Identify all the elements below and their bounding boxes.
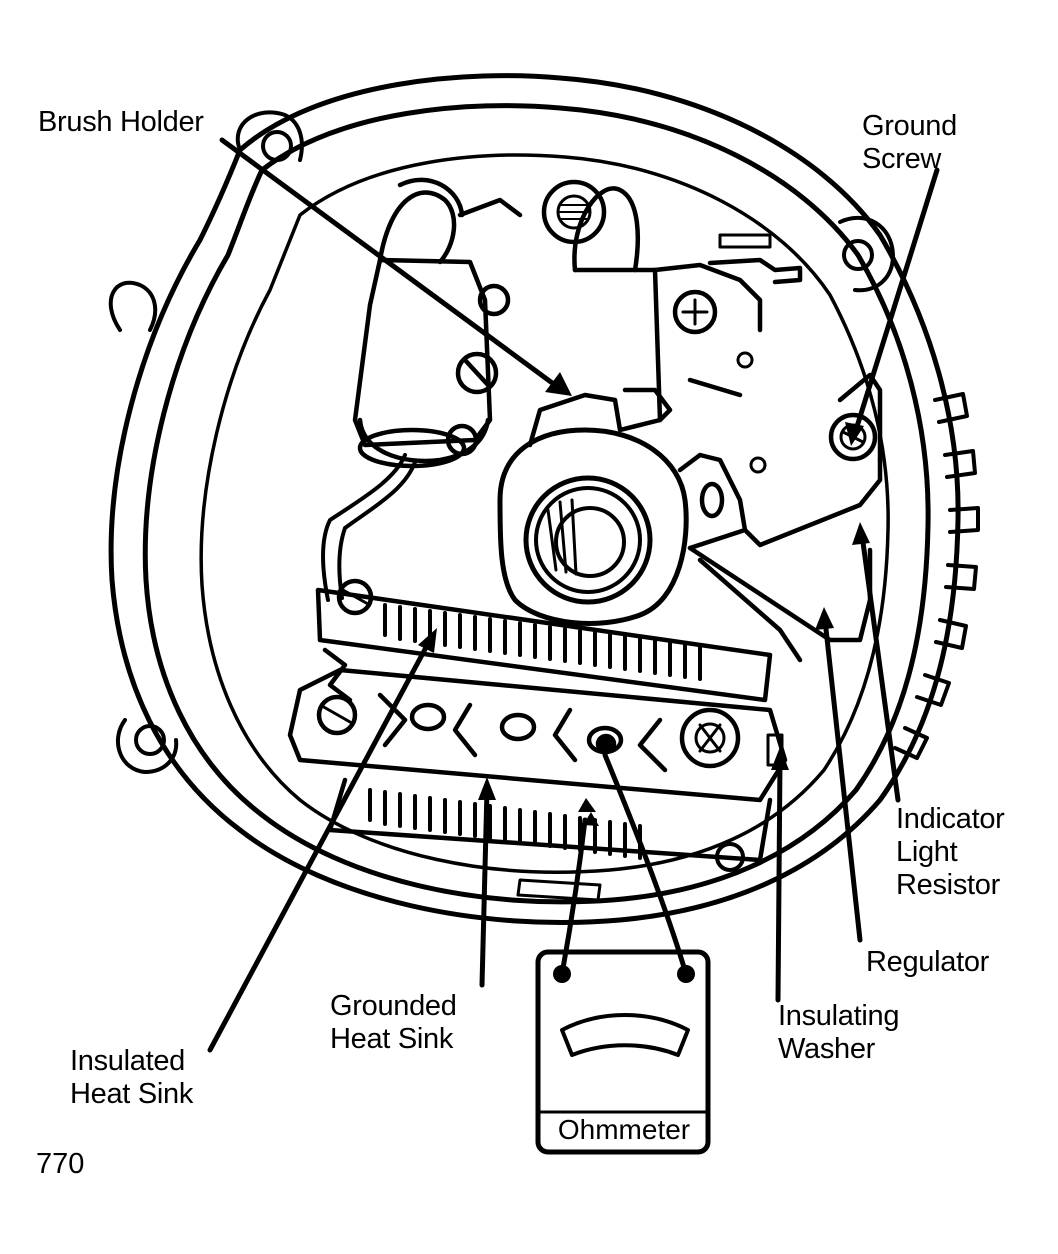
insulated-heat-sink-line-1: Insulated bbox=[70, 1045, 185, 1077]
ground-screw-line-2: Screw bbox=[862, 143, 942, 175]
regulator-label: Regulator bbox=[866, 946, 990, 978]
grounded-heat-sink-line-2: Heat Sink bbox=[330, 1023, 454, 1055]
insulating-washer-line-1: Insulating bbox=[778, 1000, 900, 1032]
indicator-line-3: Resistor bbox=[896, 869, 1000, 901]
indicator-line-2: Light bbox=[896, 836, 958, 868]
regulator-drawing bbox=[677, 372, 883, 663]
insulated-heat-sink-label: Insulated Heat Sink bbox=[70, 1045, 193, 1111]
indicator-line-1: Indicator bbox=[896, 803, 1005, 835]
brush-holder-label: Brush Holder bbox=[38, 106, 204, 138]
ground-screw-label: Ground Screw bbox=[862, 110, 957, 176]
grounded-heat-sink-line-1: Grounded bbox=[330, 990, 457, 1022]
insulating-washer-line-2: Washer bbox=[778, 1033, 876, 1065]
ohmmeter-label: Ohmmeter bbox=[557, 1114, 691, 1145]
figure-number: 770 bbox=[36, 1148, 85, 1180]
ohmmeter-drawing bbox=[535, 752, 711, 1155]
insulating-washer-label: Insulating Washer bbox=[778, 1000, 899, 1066]
leader-lines bbox=[207, 137, 940, 1053]
bearing-drawing bbox=[497, 427, 689, 626]
indicator-light-resistor-label: Indicator Light Resistor bbox=[896, 803, 1005, 902]
grounded-heat-sink-label: Grounded Heat Sink bbox=[330, 990, 457, 1056]
ground-screw-line-1: Ground bbox=[862, 110, 957, 142]
insulated-heat-sink-line-2: Heat Sink bbox=[70, 1078, 194, 1110]
brush-holder-drawing bbox=[321, 177, 803, 602]
heat-sink-drawing bbox=[287, 578, 788, 902]
